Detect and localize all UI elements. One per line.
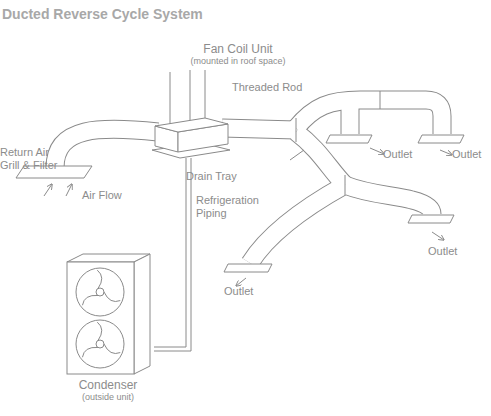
diagram-title: Ducted Reverse Cycle System [2, 8, 203, 21]
part-label: Air Flow [82, 189, 142, 202]
part-label: Outlet [383, 148, 433, 161]
threaded-rod [170, 70, 205, 124]
fan-coil-unit: Fan Coil Unit(mounted in roof space) [150, 40, 326, 158]
part-label: Threaded Rod [232, 81, 332, 94]
refrigeration-pipe [154, 158, 186, 347]
unit-note: (mounted in roof space) [150, 56, 326, 67]
unit-name: Condenser [62, 378, 154, 392]
duct-ring [290, 91, 380, 195]
part-label: Drain Tray [186, 170, 256, 183]
duct-outline [55, 100, 442, 263]
part-label: Outlet [224, 285, 274, 298]
unit-name: Fan Coil Unit [150, 42, 326, 56]
part-label: Return Air Grill & Filter [0, 146, 70, 172]
connector-label: Refrigeration Piping [196, 194, 286, 220]
unit-note: (outside unit) [62, 392, 154, 403]
condenser-unit: Condenser(outside unit) [62, 252, 154, 404]
part-label: Outlet [452, 148, 491, 161]
pipe-line [154, 158, 191, 351]
part-label: Outlet [428, 245, 478, 258]
